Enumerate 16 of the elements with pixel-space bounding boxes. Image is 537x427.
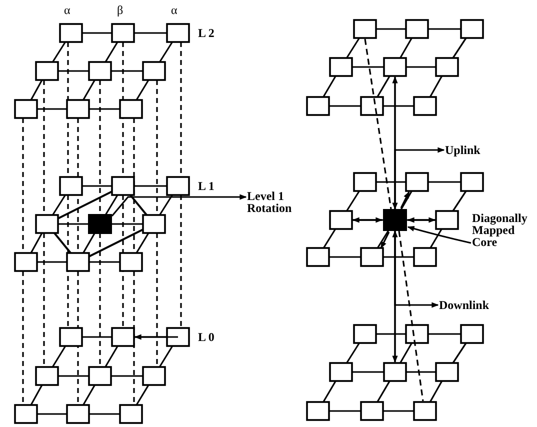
column-label: α bbox=[64, 4, 70, 16]
leader-line bbox=[407, 226, 472, 244]
branch-arrow bbox=[394, 231, 439, 308]
core-square bbox=[383, 209, 407, 231]
column-label: α bbox=[171, 4, 178, 16]
arrow-label: Level 1 Rotation bbox=[247, 190, 305, 214]
arrow bbox=[111, 194, 247, 217]
column-label: β bbox=[117, 4, 124, 16]
core-square bbox=[88, 214, 112, 234]
level-label: L 2 bbox=[198, 27, 214, 39]
branch-arrow bbox=[394, 147, 445, 209]
arrow-label: Uplink bbox=[445, 144, 495, 156]
level-label: L 1 bbox=[198, 180, 214, 192]
callout-label: Diagonally Mapped Core bbox=[472, 212, 536, 248]
arrow-label: Downlink bbox=[439, 299, 499, 311]
level-label: L 0 bbox=[198, 331, 214, 343]
